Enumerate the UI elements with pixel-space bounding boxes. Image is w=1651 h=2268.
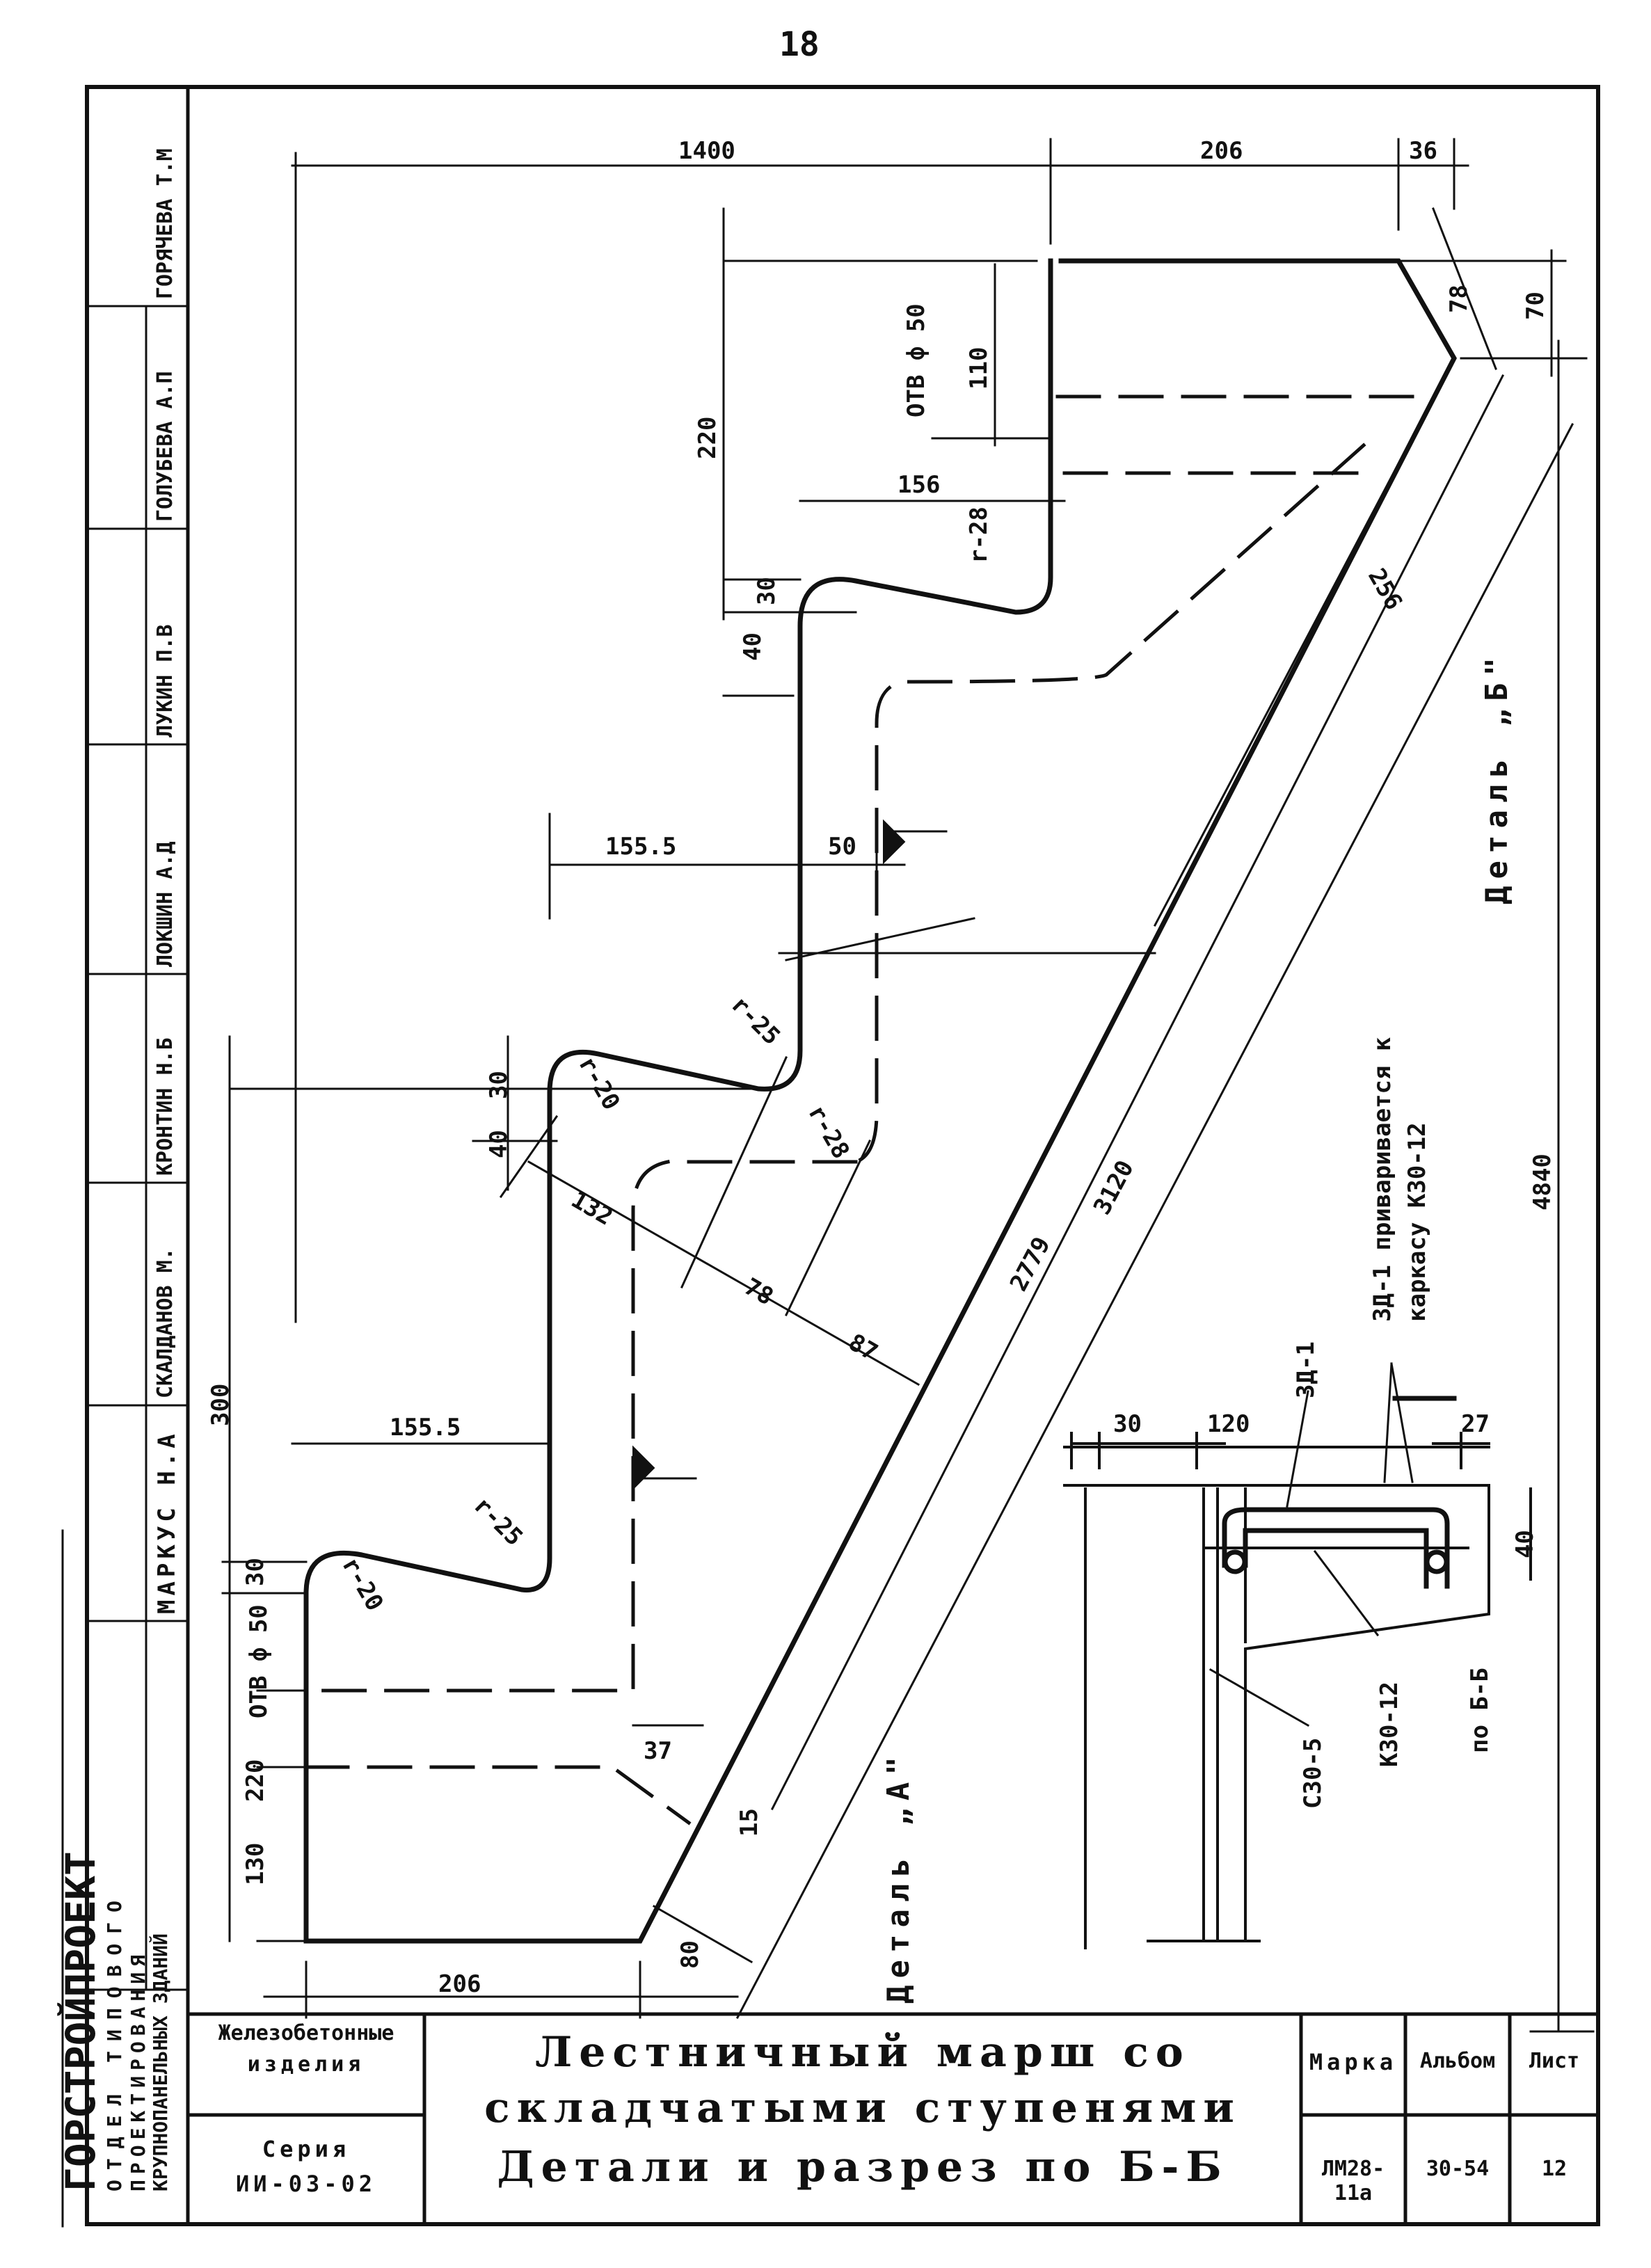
label-zd1-note2: каркасу К30-12 bbox=[1403, 1122, 1431, 1322]
label-zd1: ЗД-1 bbox=[1292, 1341, 1320, 1398]
dim-155-5-upper: 155.5 bbox=[605, 833, 677, 861]
org-dept-line3: КРУПНОПАНЕЛЬНЫХ ЗДАНИЙ bbox=[149, 1933, 172, 2191]
hidden-lines bbox=[304, 394, 1414, 1826]
side-stamp-cells bbox=[61, 305, 189, 2228]
stair-profile-outline bbox=[303, 258, 1457, 1944]
album-value: 30-54 bbox=[1426, 2157, 1490, 2181]
label-c30-5: С30-5 bbox=[1299, 1737, 1327, 1809]
dim-156: 156 bbox=[898, 471, 941, 499]
title-line-2: складчатыми ступенями bbox=[484, 2084, 1241, 2132]
underside-line-1 bbox=[1153, 356, 1456, 927]
dim-220-top: 220 bbox=[694, 416, 721, 459]
label-k30-12: К30-12 bbox=[1375, 1682, 1403, 1767]
dim-70: 70 bbox=[1522, 292, 1549, 320]
section-arrow-lower bbox=[632, 1445, 655, 1491]
stamp-name-5: ЛУКИН П.В bbox=[153, 624, 177, 737]
sec-dim-40: 40 bbox=[1511, 1530, 1539, 1558]
dim-155-5-lower: 155.5 bbox=[390, 1414, 461, 1442]
dim-36: 36 bbox=[1409, 137, 1437, 165]
org-name: ГОРСТРОЙПРОЕКТ bbox=[57, 1851, 104, 2191]
category-line2: изделия bbox=[247, 2052, 365, 2077]
detail-b-label: Деталь „Б" bbox=[1479, 650, 1515, 904]
marka-label: Марка bbox=[1309, 2049, 1398, 2075]
sec-dim-120: 120 bbox=[1207, 1410, 1250, 1438]
label-zd1-note1: ЗД-1 приваривается к bbox=[1369, 1037, 1396, 1322]
dim-4840: 4840 bbox=[1529, 1153, 1556, 1211]
underside-line-2 bbox=[770, 374, 1505, 1811]
series-value: ИИ-03-02 bbox=[235, 2171, 377, 2197]
dim-110: 110 bbox=[965, 346, 993, 390]
title-line-3: Детали и разрез по Б-Б bbox=[497, 2143, 1229, 2191]
dim-206-bottom: 206 bbox=[438, 1970, 481, 1998]
title-line-1: Лестничный марш со bbox=[535, 2028, 1190, 2077]
section-detail-outline bbox=[1063, 1432, 1532, 1949]
org-dept-line2: ПРОЕКТИРОВАНИЯ bbox=[127, 1949, 150, 2191]
sec-dim-30: 30 bbox=[1113, 1410, 1142, 1438]
detail-a-label: Деталь „А" bbox=[881, 1750, 916, 2004]
dim-15: 15 bbox=[735, 1808, 763, 1837]
dim-40-mid: 40 bbox=[485, 1130, 513, 1158]
marka-value: ЛМ28-11а bbox=[1321, 2157, 1385, 2205]
title-block-grid bbox=[186, 2012, 1600, 2226]
dim-30-mid: 30 bbox=[485, 1071, 513, 1099]
dimension-lines bbox=[221, 138, 1595, 2033]
stamp-name-3: КРОНТИН Н.Б bbox=[153, 1037, 177, 1176]
dim-130: 130 bbox=[241, 1842, 269, 1885]
stamp-name-2: СКАЛДАНОВ М. bbox=[153, 1247, 177, 1398]
section-label: по Б-Б bbox=[1466, 1668, 1494, 1753]
dim-50: 50 bbox=[828, 833, 856, 861]
dim-300: 300 bbox=[207, 1383, 234, 1426]
dim-206-top: 206 bbox=[1200, 137, 1243, 165]
otv-low: ОТВ ф 50 bbox=[245, 1604, 273, 1718]
dim-r28-top: r-28 bbox=[965, 506, 993, 564]
underside-line-3 bbox=[735, 422, 1574, 2020]
dim-80: 80 bbox=[676, 1940, 704, 1969]
sheet-frame bbox=[85, 85, 1600, 2226]
org-dept-line1: ОТДЕЛ ТИПОВОГО bbox=[103, 1890, 126, 2191]
category-line1: Железобетонные bbox=[218, 2021, 394, 2045]
sec-dim-27: 27 bbox=[1461, 1410, 1490, 1438]
stamp-name-7: ГОРЯЧЕВА Т.М bbox=[153, 148, 177, 299]
dim-78-top: 78 bbox=[1445, 285, 1473, 313]
dim-40-upper: 40 bbox=[739, 632, 767, 661]
dim-220-low: 220 bbox=[241, 1759, 269, 1802]
dim-1400: 1400 bbox=[678, 137, 735, 165]
bracket-zd1 bbox=[1202, 1507, 1469, 1589]
album-label: Альбом bbox=[1419, 2049, 1496, 2073]
dim-30-upper: 30 bbox=[753, 577, 781, 605]
dim-30-low: 30 bbox=[241, 1558, 269, 1586]
sheet-label: Лист bbox=[1529, 2049, 1580, 2073]
dim-37: 37 bbox=[644, 1737, 672, 1765]
sheet-value: 12 bbox=[1541, 2157, 1568, 2181]
stamp-name-4: ЛОКШИН А.Д bbox=[153, 841, 177, 967]
stamp-name-1: МАРКУС Н.А bbox=[153, 1430, 181, 1614]
otv-top: ОТВ ф 50 bbox=[902, 303, 930, 417]
stamp-name-6: ГОЛУБЕВА А.П bbox=[153, 371, 177, 522]
series-label: Серия bbox=[262, 2136, 351, 2162]
section-leaders bbox=[1209, 1362, 1414, 1727]
section-arrow-upper bbox=[883, 819, 906, 865]
page-number: 18 bbox=[779, 25, 820, 64]
